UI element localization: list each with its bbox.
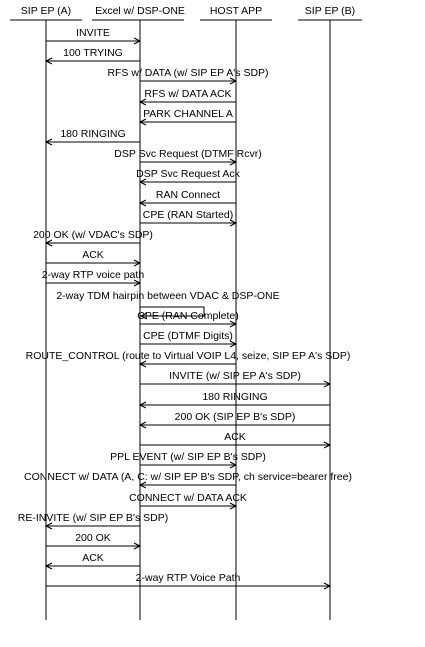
message-label-2-way-tdm-hairpin-between-vdac-dsp-one: 2-way TDM hairpin between VDAC & DSP-ONE (56, 290, 279, 302)
message-label-rfs-w-data-ack: RFS w/ DATA ACK (144, 88, 231, 100)
message-label-ack: ACK (224, 431, 246, 443)
message-label-200-ok-w-vdac-s-sdp: 200 OK (w/ VDAC's SDP) (33, 229, 153, 241)
arrowhead (229, 502, 238, 510)
message-label-ran-connect: RAN Connect (156, 189, 220, 201)
message-label-2-way-rtp-voice-path: 2-way RTP voice path (42, 269, 144, 281)
arrowhead (138, 118, 147, 126)
arrowhead (138, 401, 147, 409)
arrowhead (229, 219, 238, 227)
message-label-re-invite-w-sip-ep-b-s-sdp: RE-INVITE (w/ SIP EP B's SDP) (18, 512, 168, 524)
arrowhead (138, 199, 147, 207)
arrowhead (138, 481, 147, 489)
message-label-cpe-dtmf-digits: CPE (DTMF Digits) (143, 330, 233, 342)
message-label-180-ringing: 180 RINGING (60, 128, 125, 140)
message-label-ack: ACK (82, 249, 104, 261)
arrowhead (138, 98, 147, 106)
arrowhead (138, 178, 147, 186)
message-label-180-ringing: 180 RINGING (202, 391, 267, 403)
message-label-cpe-ran-complete: CPE (RAN Complete) (137, 310, 239, 322)
message-label-connect-w-data-ack: CONNECT w/ DATA ACK (129, 492, 247, 504)
self-message-arrow (140, 306, 205, 317)
arrowhead (133, 542, 142, 550)
arrowhead (323, 582, 332, 590)
arrowhead (229, 158, 238, 166)
arrowhead (133, 37, 142, 45)
message-label-dsp-svc-request-ack: DSP Svc Request Ack (136, 168, 240, 180)
message-label-ppl-event-w-sip-ep-b-s-sdp: PPL EVENT (w/ SIP EP B's SDP) (110, 451, 266, 463)
arrowhead (44, 138, 53, 146)
message-label-connect-w-data-a-c-w-sip-ep-b-s-sdp-ch-s: CONNECT w/ DATA (A, C: w/ SIP EP B's SDP… (24, 471, 352, 483)
arrowhead (133, 259, 142, 267)
arrowhead (229, 77, 238, 85)
message-label-route-control-route-to-virtual-voip-l4-s: ROUTE_CONTROL (route to Virtual VOIP L4,… (26, 350, 351, 362)
arrowhead (138, 421, 147, 429)
participant-header-excel-w-dsp-one: Excel w/ DSP-ONE (95, 5, 185, 17)
message-label-200-ok: 200 OK (75, 532, 111, 544)
message-label-rfs-w-data-w-sip-ep-a-s-sdp: RFS w/ DATA (w/ SIP EP A's SDP) (107, 67, 268, 79)
arrowhead (229, 320, 238, 328)
participant-header-sip-ep-b: SIP EP (B) (305, 5, 355, 17)
arrowhead (44, 57, 53, 65)
arrowhead (138, 360, 147, 368)
message-label-ack: ACK (82, 552, 104, 564)
message-label-200-ok-sip-ep-b-s-sdp: 200 OK (SIP EP B's SDP) (175, 411, 296, 423)
participant-header-sip-ep-a: SIP EP (A) (21, 5, 71, 17)
arrowhead (44, 239, 53, 247)
arrowhead (133, 279, 142, 287)
arrowhead (323, 380, 332, 388)
arrowhead (229, 340, 238, 348)
message-label-100-trying: 100 TRYING (63, 47, 123, 59)
participant-header-host-app: HOST APP (210, 5, 262, 17)
message-label-invite: INVITE (76, 27, 110, 39)
message-label-park-channel-a: PARK CHANNEL A (143, 108, 233, 120)
arrowhead (44, 562, 53, 570)
arrowhead (44, 522, 53, 530)
message-label-dsp-svc-request-dtmf-rcvr: DSP Svc Request (DTMF Rcvr) (114, 148, 261, 160)
arrowhead (229, 461, 238, 469)
message-label-cpe-ran-started: CPE (RAN Started) (143, 209, 233, 221)
arrowhead (139, 312, 148, 320)
arrowhead (323, 441, 332, 449)
message-label-2-way-rtp-voice-path: 2-way RTP Voice Path (136, 572, 241, 584)
message-label-invite-w-sip-ep-a-s-sdp: INVITE (w/ SIP EP A's SDP) (169, 370, 301, 382)
